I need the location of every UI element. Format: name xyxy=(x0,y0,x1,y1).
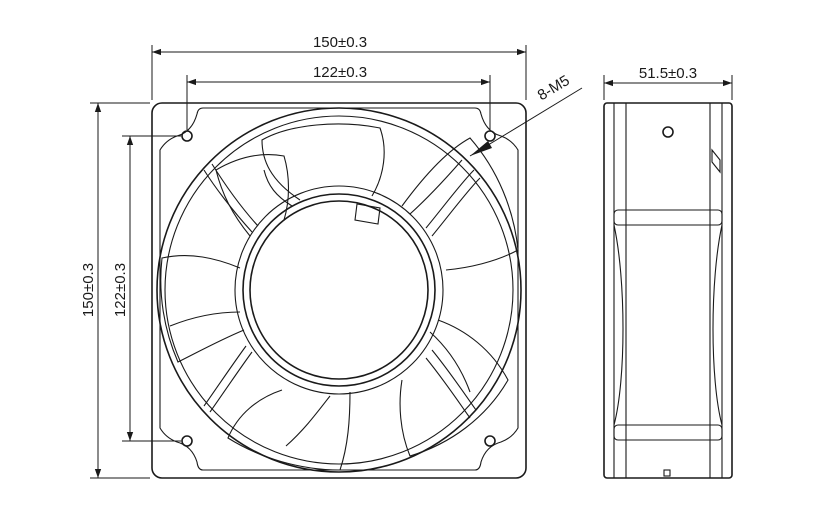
mounting-hole-top-left xyxy=(181,130,193,142)
venturi-inner-ring xyxy=(164,115,514,465)
hole-callout-label: 8-M5 xyxy=(535,72,573,104)
dim-width-outer-label: 150±0.3 xyxy=(313,34,367,51)
mounting-hole-top-right xyxy=(484,130,496,142)
fan-blades xyxy=(160,123,519,471)
fan-frame-inner xyxy=(159,107,519,471)
venturi-outer-ring xyxy=(156,107,522,473)
dim-height-holes: 122±0.3 xyxy=(112,135,181,442)
mounting-hole-bottom-right xyxy=(484,435,496,447)
dim-width-holes-label: 122±0.3 xyxy=(313,64,367,81)
side-bottom-plate xyxy=(613,424,723,441)
dim-height-outer-label: 150±0.3 xyxy=(80,263,97,317)
dim-depth-label: 51.5±0.3 xyxy=(639,65,697,82)
dim-depth: 51.5±0.3 xyxy=(603,65,733,100)
dim-height-holes-label: 122±0.3 xyxy=(112,263,129,317)
side-label-hole xyxy=(662,126,674,138)
side-view xyxy=(603,102,733,479)
fan-frame-outer xyxy=(151,102,527,479)
mounting-hole-bottom-left xyxy=(181,435,193,447)
side-top-plate xyxy=(613,209,723,226)
front-view xyxy=(151,102,527,479)
dim-height-outer: 150±0.3 xyxy=(80,102,150,479)
hub-outer xyxy=(234,185,444,395)
dim-width-holes: 122±0.3 xyxy=(186,64,491,130)
side-frame-outer xyxy=(603,102,733,479)
hub-ring xyxy=(242,193,436,387)
hub-face xyxy=(249,200,429,380)
hub-connector-tab xyxy=(354,203,381,225)
fan-struts xyxy=(203,163,481,419)
dim-width-outer: 150±0.3 xyxy=(151,34,527,100)
